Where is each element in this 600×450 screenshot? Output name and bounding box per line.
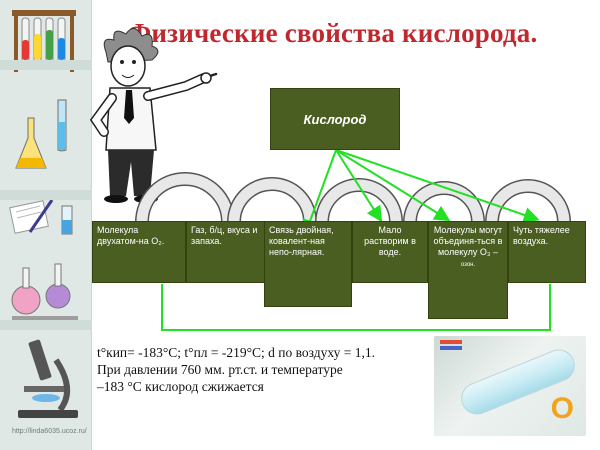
color-bar (440, 340, 462, 344)
property-text: Связь двойная, ковалент-ная непо-лярная. (269, 225, 334, 257)
property-box-molecule: Молекула двухатом-на O₂. (92, 221, 186, 283)
curved-arrows (135, 172, 571, 223)
property-text: Молекула двухатом-на O₂. (97, 225, 165, 246)
fact-line: –183 °С кислород сжижается (97, 379, 264, 394)
slide-title: Физические свойства кислорода. (128, 18, 538, 48)
property-subtext: озон. (460, 262, 476, 268)
connector-line (302, 149, 337, 236)
property-box-density: Чуть тяжелее воздуха. (508, 221, 586, 283)
connector-bracket (161, 284, 551, 331)
connector-line (335, 149, 451, 222)
color-bar (440, 346, 462, 350)
center-node-oxygen: Кислород (270, 88, 400, 150)
microscope-icon (18, 339, 78, 418)
connector-line (335, 149, 383, 223)
property-box-solubility: Мало растворим в воде. (352, 221, 428, 283)
fact-line: t°кип= -183°C; t°пл = -219°C; d по возду… (97, 345, 375, 360)
oxygen-symbol-badge: O (550, 392, 574, 425)
physical-constants-text: t°кип= -183°C; t°пл = -219°C; d по возду… (97, 344, 437, 395)
connector-line (335, 149, 540, 223)
property-box-appearance: Газ, б/ц, вкуса и запаха. (186, 221, 266, 283)
property-box-ozone: Молекулы могут объединя-ться в молекулу … (428, 221, 508, 319)
round-flask-icon (11, 263, 78, 320)
property-text: Газ, б/ц, вкуса и запаха. (191, 225, 258, 246)
decorative-sidebar (0, 0, 92, 450)
property-box-bond: Связь двойная, ковалент-ная непо-лярная. (264, 221, 352, 307)
test-tube-rack-icon (12, 10, 76, 72)
flask-icon (15, 99, 67, 169)
property-text: Молекулы могут объединя-ться в молекулу … (433, 225, 503, 257)
fact-line: При давлении 760 мм. рт.ст. и температур… (97, 362, 343, 377)
lab-equipment-illustration (9, 10, 78, 418)
center-node-label: Кислород (303, 111, 367, 127)
source-url: http://linda6035.ucoz.ru/ (12, 428, 87, 435)
property-text: Мало растворим в воде. (364, 225, 416, 257)
notes-icon (9, 199, 73, 235)
property-text: Чуть тяжелее воздуха. (513, 225, 570, 246)
liquid-oxygen-photo: O (434, 336, 586, 436)
green-connectors (161, 149, 551, 331)
